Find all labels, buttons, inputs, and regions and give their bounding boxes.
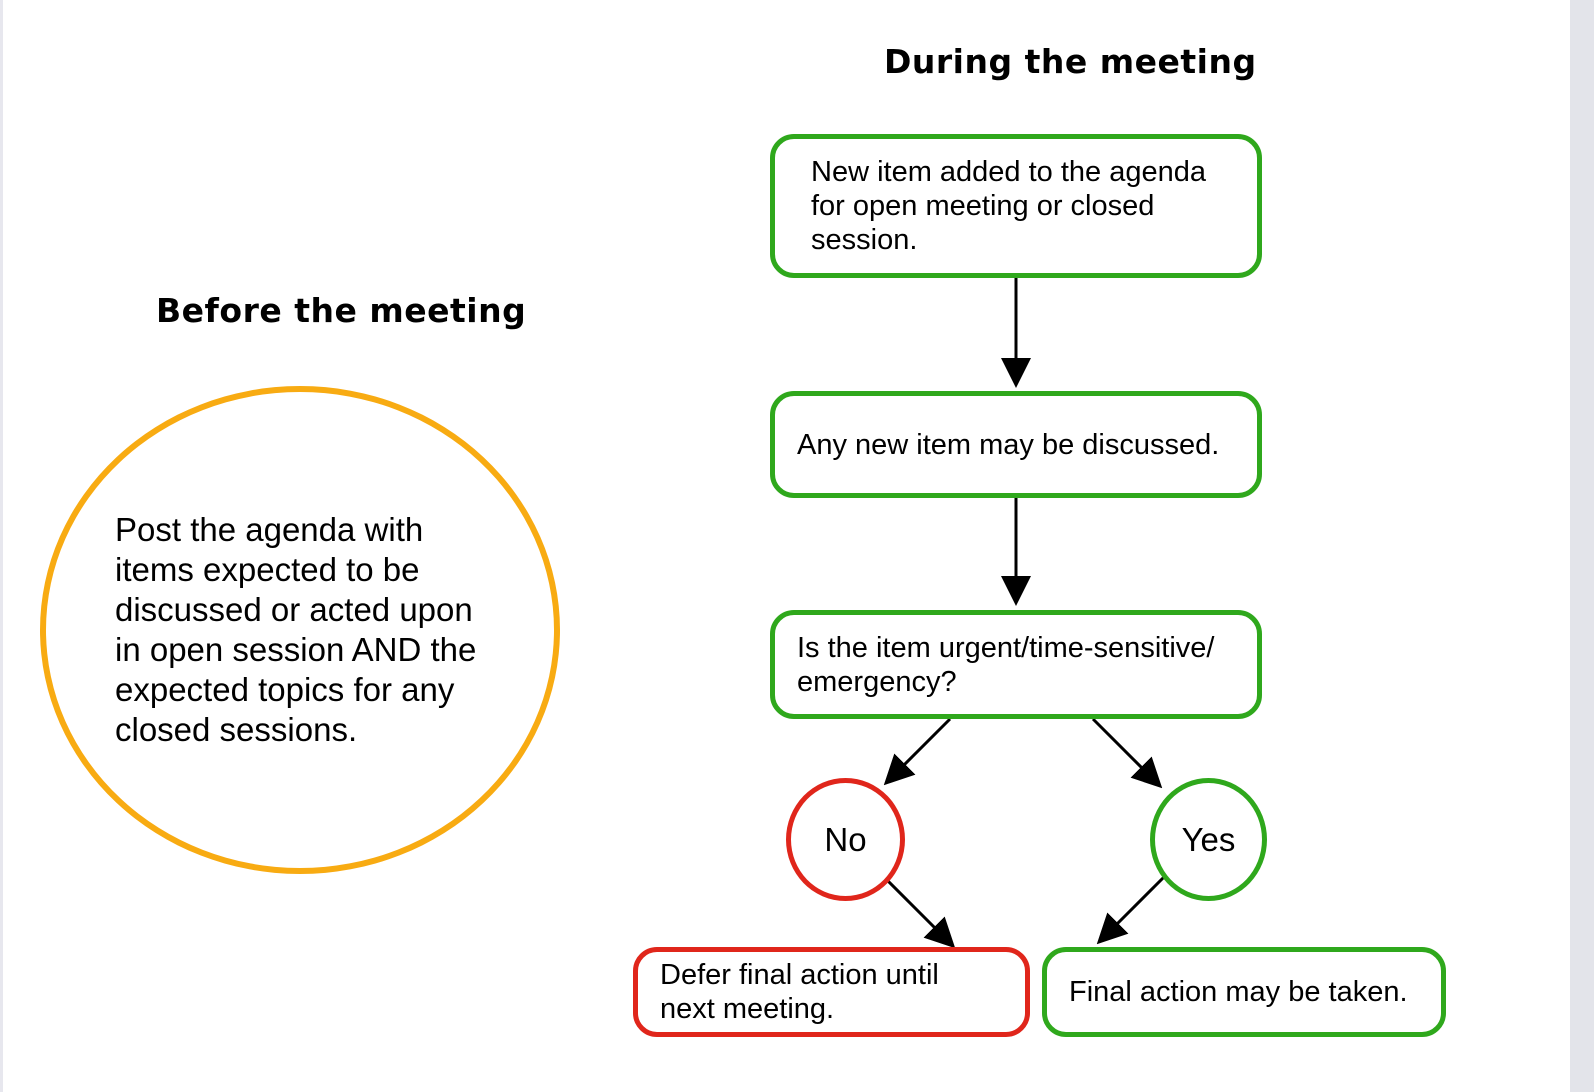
urgent-question-text: Is the item urgent/time-sensitive/ emerg… (797, 631, 1215, 698)
discuss-box: Any new item may be discussed. (770, 391, 1262, 498)
discuss-text: Any new item may be discussed. (797, 428, 1220, 461)
defer-action-box: Defer final action until next meeting. (633, 947, 1030, 1037)
arrow-no-to-defer (882, 875, 956, 949)
before-meeting-circle: Post the agenda with items expected to b… (40, 386, 560, 874)
defer-action-text: Defer final action until next meeting. (660, 959, 939, 1025)
arrow-question-to-no (883, 717, 952, 786)
before-heading: Before the meeting (156, 291, 527, 330)
urgent-question-box: Is the item urgent/time-sensitive/ emerg… (770, 610, 1262, 719)
yes-label: Yes (1181, 820, 1236, 858)
during-heading: During the meeting (884, 42, 1257, 81)
final-action-text: Final action may be taken. (1069, 976, 1408, 1008)
new-item-text: New item added to the agenda for open me… (811, 156, 1206, 256)
no-circle: No (786, 778, 905, 901)
before-meeting-text: Post the agenda with items expected to b… (115, 511, 477, 748)
no-label: No (824, 820, 867, 858)
yes-circle: Yes (1150, 778, 1267, 901)
left-border (0, 0, 3, 1092)
right-scrollbar-track (1570, 0, 1594, 1092)
new-item-box: New item added to the agenda for open me… (770, 134, 1262, 278)
arrow-question-to-yes (1091, 717, 1163, 789)
final-action-box: Final action may be taken. (1042, 947, 1446, 1037)
arrow-yes-to-final (1096, 873, 1168, 945)
